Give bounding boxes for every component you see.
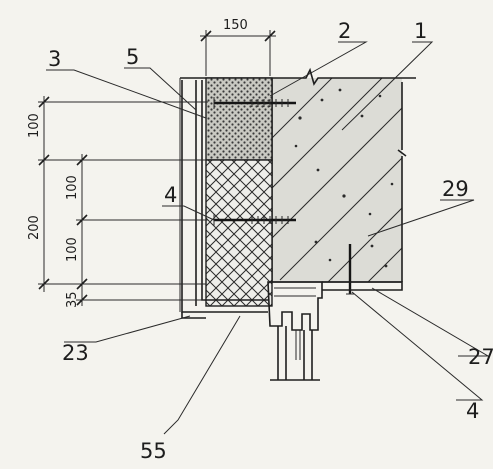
callout-55: 55 xyxy=(140,439,167,463)
dimension-label-100-mid: 100 xyxy=(65,175,80,200)
dimension-label-35: 35 xyxy=(65,291,80,308)
window-frame-profile xyxy=(267,281,403,381)
top-dimension: 150 xyxy=(200,18,276,76)
left-dimension-chain: 100 200 100 100 35 xyxy=(27,96,208,308)
anchor-upper xyxy=(213,97,296,109)
concrete-wall xyxy=(271,78,407,283)
callout-23: 23 xyxy=(62,341,89,365)
callout-4-lower: 4 xyxy=(466,399,479,423)
leader-lines xyxy=(46,41,490,435)
callout-4-upper: 4 xyxy=(164,183,177,207)
dimension-label-100-top: 100 xyxy=(27,113,42,138)
callout-1: 1 xyxy=(414,19,427,43)
callout-5: 5 xyxy=(126,45,139,69)
callout-2: 2 xyxy=(338,19,351,43)
dimension-label-200: 200 xyxy=(27,215,42,240)
callout-29: 29 xyxy=(442,177,469,201)
dimension-label-width: 150 xyxy=(223,18,248,33)
callout-labels: 1 2 3 5 4 29 23 27 4 55 xyxy=(48,19,493,463)
top-break-line xyxy=(180,67,416,86)
dense-insulation-layer xyxy=(205,77,273,161)
vertical-anchor-bolt xyxy=(346,244,354,295)
callout-27: 27 xyxy=(468,345,493,369)
crosshatch-insulation-layer xyxy=(205,159,273,307)
dimension-label-100-low: 100 xyxy=(65,237,80,262)
callout-3: 3 xyxy=(48,47,61,71)
